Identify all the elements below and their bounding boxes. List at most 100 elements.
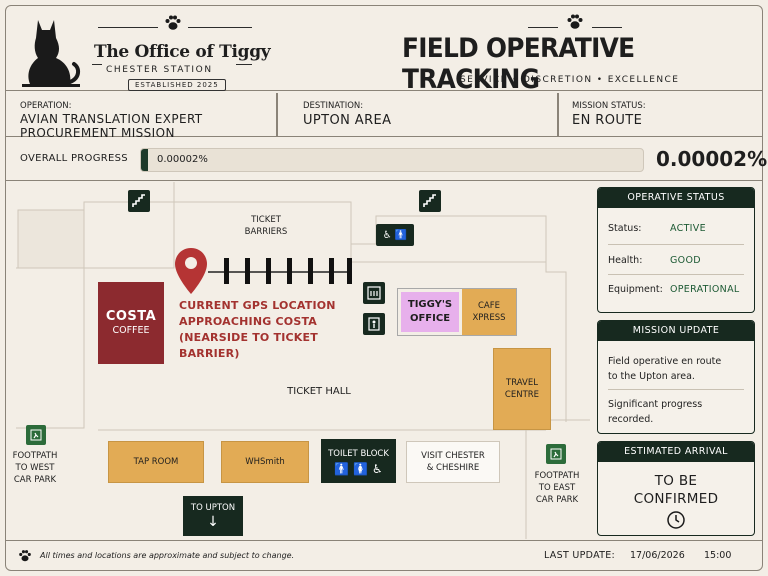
floorplan-lines [16,182,590,539]
divider [608,274,744,275]
arrival-line2: CONFIRMED [633,491,719,507]
east-line2: TO EAST [538,483,576,493]
arrival-line1: TO BE [654,473,698,489]
operative-status-panel: OPERATIVE STATUS Status: ACTIVE Health: … [597,187,755,313]
brand-subtitle: CHESTER STATION [106,65,213,75]
ornament-line [188,27,252,29]
gps-note-line1: CURRENT GPS LOCATION [179,299,336,312]
ticket-hall-label: TICKET HALL [287,386,351,397]
operation-label: OPERATION: [20,101,72,111]
footpath-east-label: FOOTPATH TO EAST CAR PARK [528,470,586,506]
cafe-xpress[interactable]: CAFE XPRESS [462,289,516,335]
costa-coffee-shop[interactable]: COSTA COFFEE [98,282,164,364]
ticket-barriers [208,258,352,284]
divider [608,244,744,245]
progress-bar-fill [141,149,148,171]
ornament-line [92,64,102,66]
gps-location-pin-icon [175,248,207,294]
whsmith[interactable]: WHSmith [221,441,309,483]
divider [608,389,744,390]
mission-update-title: MISSION UPDATE [598,321,754,341]
ticket-barriers-line1: TICKET [251,215,281,225]
tiggy-office-block [397,288,517,336]
paw-icon [567,14,583,29]
destination-value: UPTON AREA [303,113,392,128]
travel-centre[interactable]: TRAVEL CENTRE [493,348,551,430]
progress-bar-text: 0.00002% [157,154,208,165]
stairs-icon [128,190,150,212]
equipment-value: OPERATIONAL [670,284,740,295]
divider [276,93,278,137]
equipment-label: Equipment: [608,284,663,295]
ornament-line [528,27,558,29]
cafe-line1: CAFE [477,301,500,311]
update-item-2-line2: recorded. [608,414,654,425]
paw-icon [165,15,181,30]
divider [557,93,559,137]
header: The Office of Tiggy CHESTER STATION ESTA… [6,6,762,95]
gps-note-line4: BARRIER) [179,347,240,360]
travel-line2: CENTRE [504,390,540,400]
last-update-date: 17/06/2026 [630,550,685,561]
operation-cell: OPERATION: AVIAN TRANSLATION EXPERT PROC… [20,93,270,139]
to-upton-exit[interactable]: TO UPTON ↓ [183,496,243,536]
arrow-down-icon: ↓ [207,514,219,530]
progress-percentage: 0.00002% [656,147,768,171]
station-map: ♿ 🚹 TICKET BARRIERS CURRENT GPS LOCATION… [6,182,590,539]
brand-established: ESTABLISHED 2025 [128,79,226,91]
estimated-arrival-panel: ESTIMATED ARRIVAL TO BE CONFIRMED [597,441,755,536]
update-item-1-line1: Field operative en route [608,356,722,367]
costa-line1: COSTA [105,309,157,324]
east-line3: CAR PARK [535,495,579,505]
stairs-icon [419,190,441,212]
ticket-barriers-label: TICKET BARRIERS [226,214,306,238]
costa-line2: COFFEE [112,325,150,336]
accessible-toilet-icon: ♿ 🚹 [376,224,414,246]
mission-status-cell: MISSION STATUS: EN ROUTE [572,93,752,137]
west-line2: TO WEST [15,463,55,473]
progress-row: OVERALL PROGRESS 0.00002% 0.00002% [6,137,767,181]
cafe-line2: XPRESS [472,313,506,323]
operative-status-title: OPERATIVE STATUS [598,188,754,208]
travel-line1: TRAVEL [506,378,538,388]
mission-status-value: EN ROUTE [572,113,643,128]
progress-label: OVERALL PROGRESS [20,153,128,164]
toilet-block-label: TOILET BLOCK [328,448,389,459]
tiggy-office[interactable]: TIGGY'S OFFICE [401,292,459,332]
footer: All times and locations are approximate … [6,540,762,570]
brand-title: The Office of Tiggy [94,42,271,62]
west-line3: CAR PARK [13,475,57,485]
update-item-2: Significant progress recorded. [608,397,702,427]
clock-icon [667,511,685,529]
visit-chester-cheshire[interactable]: VISIT CHESTER & CHESHIRE [406,441,500,483]
ticket-barriers-line2: BARRIERS [244,227,288,237]
tap-room[interactable]: TAP ROOM [108,441,204,483]
page-title: FIELD OPERATIVE TRACKING [402,33,635,95]
status-label: Status: [608,223,642,234]
paw-icon [19,550,31,562]
mission-update-panel: MISSION UPDATE Field operative en route … [597,320,755,434]
elevator-icon [363,313,385,335]
ornament-line [98,27,158,29]
exit-sign-icon [546,444,566,464]
mission-info-bar: OPERATION: AVIAN TRANSLATION EXPERT PROC… [6,93,762,139]
east-line1: FOOTPATH [534,471,580,481]
toilet-icons: 🚹 🚺 ♿ [334,461,383,476]
status-value: ACTIVE [670,223,706,234]
update-item-1: Field operative en route to the Upton ar… [608,354,721,384]
page-frame [5,5,763,571]
disclaimer: All times and locations are approximate … [40,551,295,560]
gps-note-line2: APPROACHING COSTA [179,315,318,328]
visit-line1: VISIT CHESTER [421,451,485,461]
gps-location-note: CURRENT GPS LOCATION APPROACHING COSTA (… [179,298,336,362]
west-line1: FOOTPATH [12,451,58,461]
operation-value-line1: AVIAN TRANSLATION EXPERT [20,112,203,126]
destination-cell: DESTINATION: UPTON AREA [303,93,553,137]
toilet-block[interactable]: TOILET BLOCK 🚹 🚺 ♿ [321,439,396,483]
last-update-time: 15:00 [704,550,732,561]
gps-note-line3: (NEARSIDE TO TICKET [179,331,318,344]
estimated-arrival-title: ESTIMATED ARRIVAL [598,442,754,462]
ornament-line [592,27,622,29]
arrival-value: TO BE CONFIRMED [598,472,754,508]
footpath-west-label: FOOTPATH TO WEST CAR PARK [6,450,64,486]
